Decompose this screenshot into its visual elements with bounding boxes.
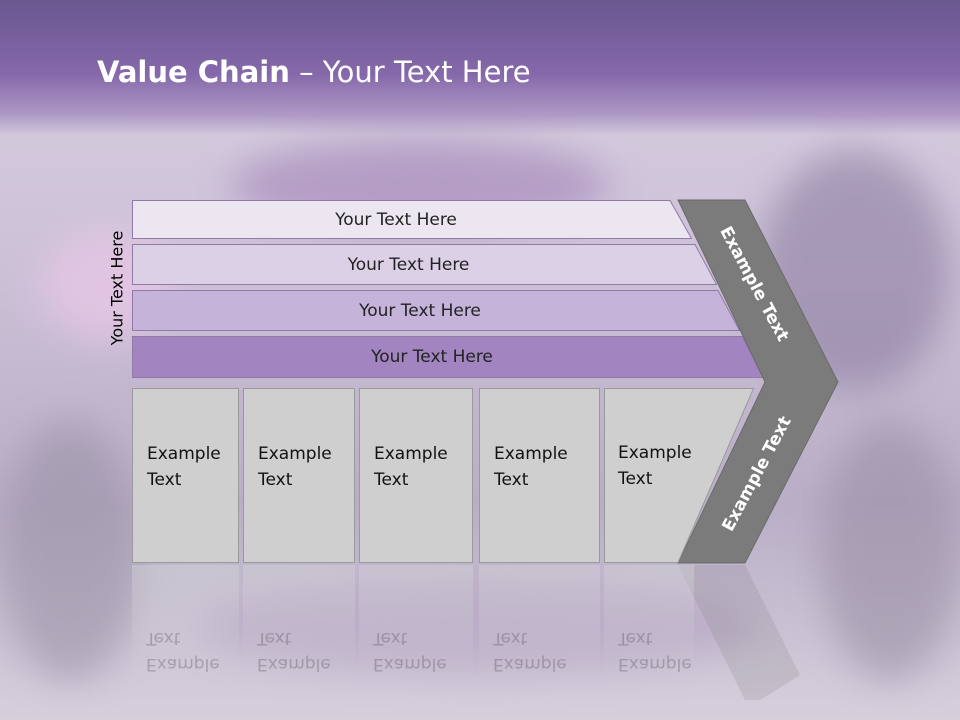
- row-label: Your Text Here: [359, 300, 481, 321]
- value-row-3: Your Text Here: [132, 290, 740, 331]
- header-band: [0, 0, 960, 135]
- box-label: Example Text: [147, 444, 221, 490]
- row-label: Your Text Here: [347, 254, 470, 275]
- box-reflection: Example Text: [243, 565, 355, 685]
- background-blur: [760, 150, 950, 390]
- background-blur: [820, 420, 960, 680]
- example-box-5: Example Text: [604, 388, 754, 563]
- box-reflection: Example Text: [359, 565, 473, 685]
- row-label: Your Text Here: [335, 209, 457, 230]
- box-shape: [604, 388, 754, 563]
- example-box-3: Example Text: [359, 388, 473, 563]
- background-blur: [200, 580, 760, 670]
- row-label: Your Text Here: [371, 347, 493, 367]
- value-row-4: Your Text Here: [132, 336, 764, 378]
- box-reflection: Example Text: [479, 565, 600, 685]
- title-bold: Value Chain: [97, 55, 290, 89]
- box-reflection: Example Text: [604, 565, 694, 685]
- side-label: Your Text Here: [107, 230, 127, 346]
- box-reflection-label: Example Text: [373, 628, 447, 674]
- example-box-2: Example Text: [243, 388, 355, 563]
- box-label: Example Text: [258, 444, 332, 490]
- value-row-1: Your Text Here: [132, 200, 692, 239]
- title-rest: – Your Text Here: [289, 55, 531, 89]
- box-label: Example Text: [374, 444, 448, 490]
- box-reflection-label: Example Text: [493, 628, 567, 674]
- example-box-4: Example Text: [479, 388, 600, 563]
- box-reflection-label: Example Text: [257, 628, 331, 674]
- box-reflection: Example Text: [132, 565, 239, 685]
- example-box-1: Example Text: [132, 388, 239, 563]
- value-row-2: Your Text Here: [132, 244, 717, 285]
- box-reflection-label: Example Text: [146, 628, 220, 674]
- box-label: Example Text: [618, 443, 692, 489]
- box-reflection-label: Example Text: [618, 628, 692, 674]
- slide-title: Value Chain – Your Text Here: [97, 55, 531, 89]
- box-label: Example Text: [494, 444, 568, 490]
- background-blur: [0, 420, 140, 680]
